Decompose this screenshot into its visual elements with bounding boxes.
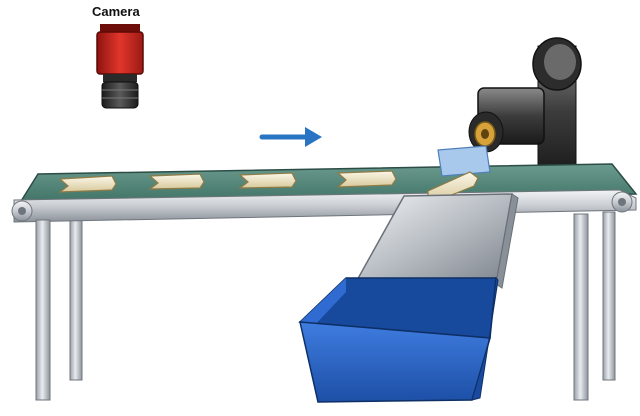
reject-chute <box>354 193 519 289</box>
conveyor-belt <box>11 163 638 223</box>
sensor-plate <box>437 145 491 177</box>
conveyor-legs-back <box>69 211 616 381</box>
conveyor-legs-front <box>35 213 589 401</box>
camera-label: Camera <box>92 4 140 19</box>
parts-on-belt <box>58 170 397 193</box>
reject-bin <box>298 276 499 403</box>
ejector-icon <box>468 37 582 177</box>
arrow-right-icon <box>259 127 322 147</box>
camera-icon <box>96 24 144 109</box>
